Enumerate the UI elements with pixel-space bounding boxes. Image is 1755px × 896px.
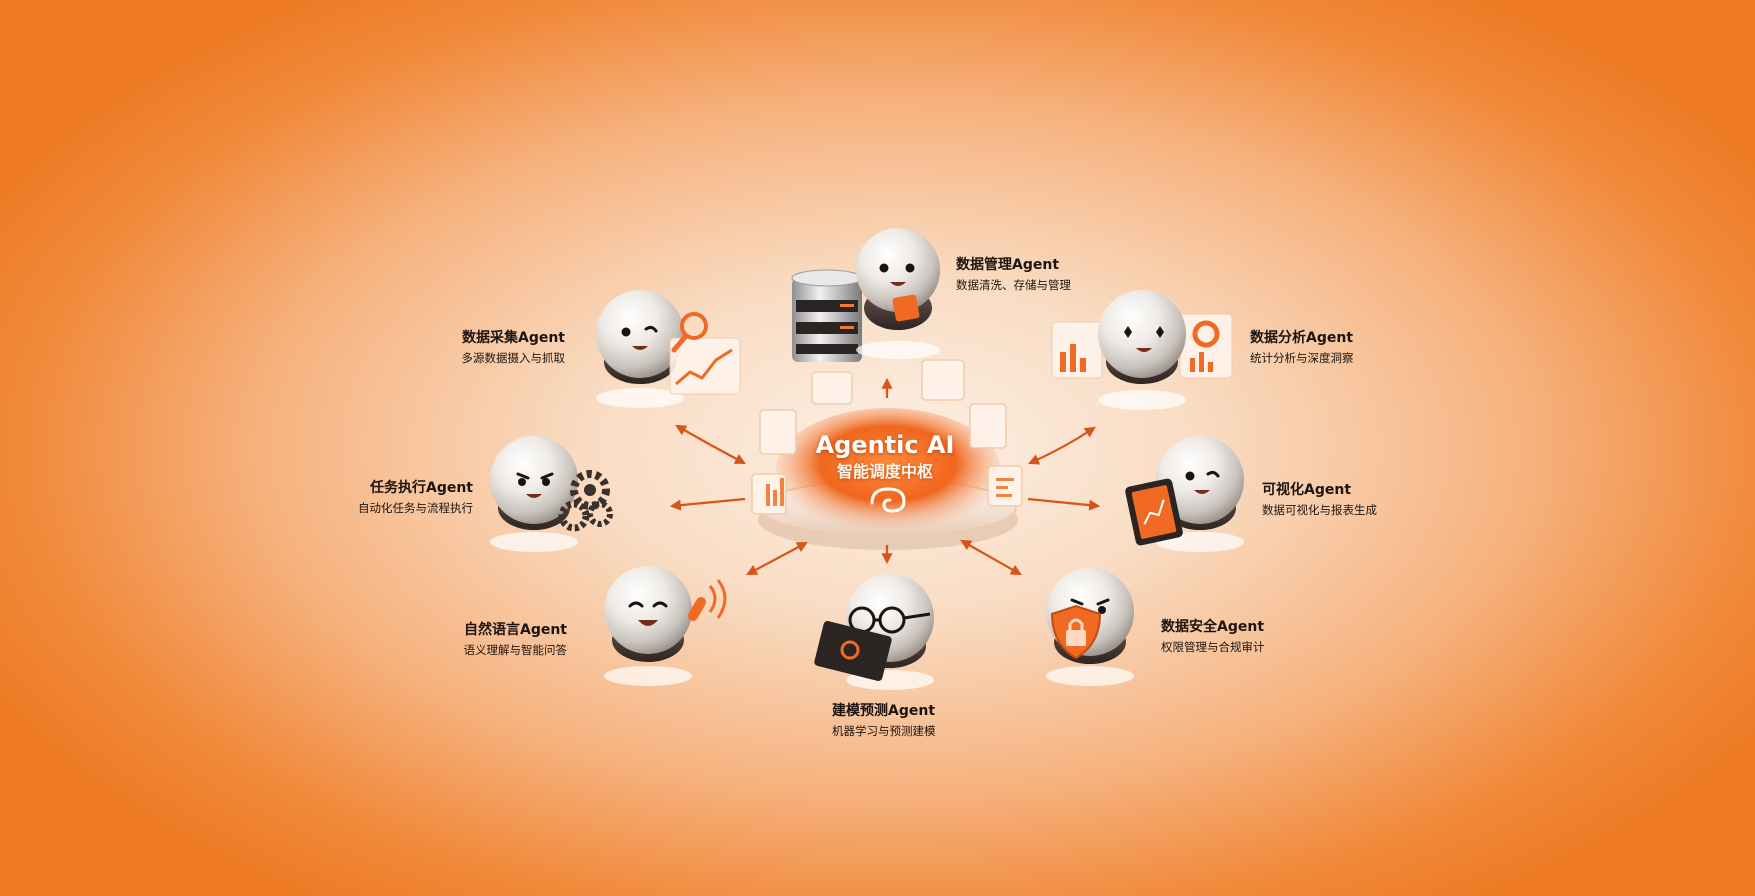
agent-title: 数据分析Agent xyxy=(1250,330,1354,346)
arrow-data-analysis xyxy=(1027,426,1096,465)
magnifier-chart-icon xyxy=(669,312,741,395)
agent-data-collection xyxy=(596,290,741,408)
agent-description: 自动化任务与流程执行 xyxy=(358,501,473,515)
agent-title: 自然语言Agent xyxy=(463,622,567,638)
agent-description: 数据可视化与报表生成 xyxy=(1262,503,1377,517)
label-task-execution: 任务执行Agent 自动化任务与流程执行 xyxy=(358,478,473,517)
hub-panels xyxy=(751,359,1023,515)
agent-description: 多源数据摄入与抓取 xyxy=(461,351,566,365)
agent-modeling-prediction xyxy=(814,574,934,690)
agent-data-management xyxy=(791,228,940,362)
agent-data-security xyxy=(1046,568,1134,686)
arrow-data-security xyxy=(960,539,1022,576)
label-data-collection: 数据采集Agent 多源数据摄入与抓取 xyxy=(462,328,566,367)
shield-lock-icon xyxy=(1050,604,1102,660)
arrow-visualization xyxy=(1027,497,1101,511)
connection-arrows xyxy=(669,377,1101,576)
label-modeling-prediction: 建模预测Agent 机器学习与预测建模 xyxy=(832,701,936,740)
agent-description: 语义理解与智能问答 xyxy=(463,643,568,657)
microphone-waves-icon xyxy=(688,579,727,621)
gears-icon xyxy=(558,470,613,532)
agent-description: 权限管理与合规审计 xyxy=(1161,640,1265,654)
hub-subtitle: 智能调度中枢 xyxy=(836,462,933,481)
label-data-security: 数据安全Agent 权限管理与合规审计 xyxy=(1161,617,1265,656)
agent-title: 任务执行Agent xyxy=(369,480,473,496)
agent-title: 数据采集Agent xyxy=(461,330,565,346)
hub-title: Agentic AI xyxy=(815,431,955,459)
agent-title: 数据管理Agent xyxy=(956,257,1060,273)
label-natural-language: 自然语言Agent 语义理解与智能问答 xyxy=(464,620,568,659)
label-data-analysis: 数据分析Agent 统计分析与深度洞察 xyxy=(1250,328,1354,367)
agent-description: 统计分析与深度洞察 xyxy=(1250,351,1354,365)
agent-description: 数据清洗、存储与管理 xyxy=(956,278,1071,292)
arrow-natural-language xyxy=(746,541,808,576)
agent-data-analysis xyxy=(1051,290,1233,410)
central-hub xyxy=(751,359,1023,550)
arrow-task-execution xyxy=(669,497,746,511)
laptop-glasses-icon xyxy=(814,606,931,681)
agent-description: 机器学习与预测建模 xyxy=(832,724,936,738)
swirl-logo-icon xyxy=(870,487,906,513)
agent-title: 可视化Agent xyxy=(1262,482,1352,498)
agent-natural-language xyxy=(604,566,727,686)
label-data-management: 数据管理Agent 数据清洗、存储与管理 xyxy=(956,255,1071,294)
agent-title: 数据安全Agent xyxy=(1161,619,1265,635)
tablet-chart-icon xyxy=(1125,478,1183,546)
dashboard-panels-icon xyxy=(1051,313,1233,379)
database-server-icon xyxy=(791,269,863,362)
agent-title: 建模预测Agent xyxy=(832,703,936,719)
label-visualization: 可视化Agent 数据可视化与报表生成 xyxy=(1262,480,1377,519)
agent-visualization xyxy=(1125,436,1244,552)
arrow-data-collection xyxy=(675,424,746,465)
agent-task-execution xyxy=(490,436,613,552)
